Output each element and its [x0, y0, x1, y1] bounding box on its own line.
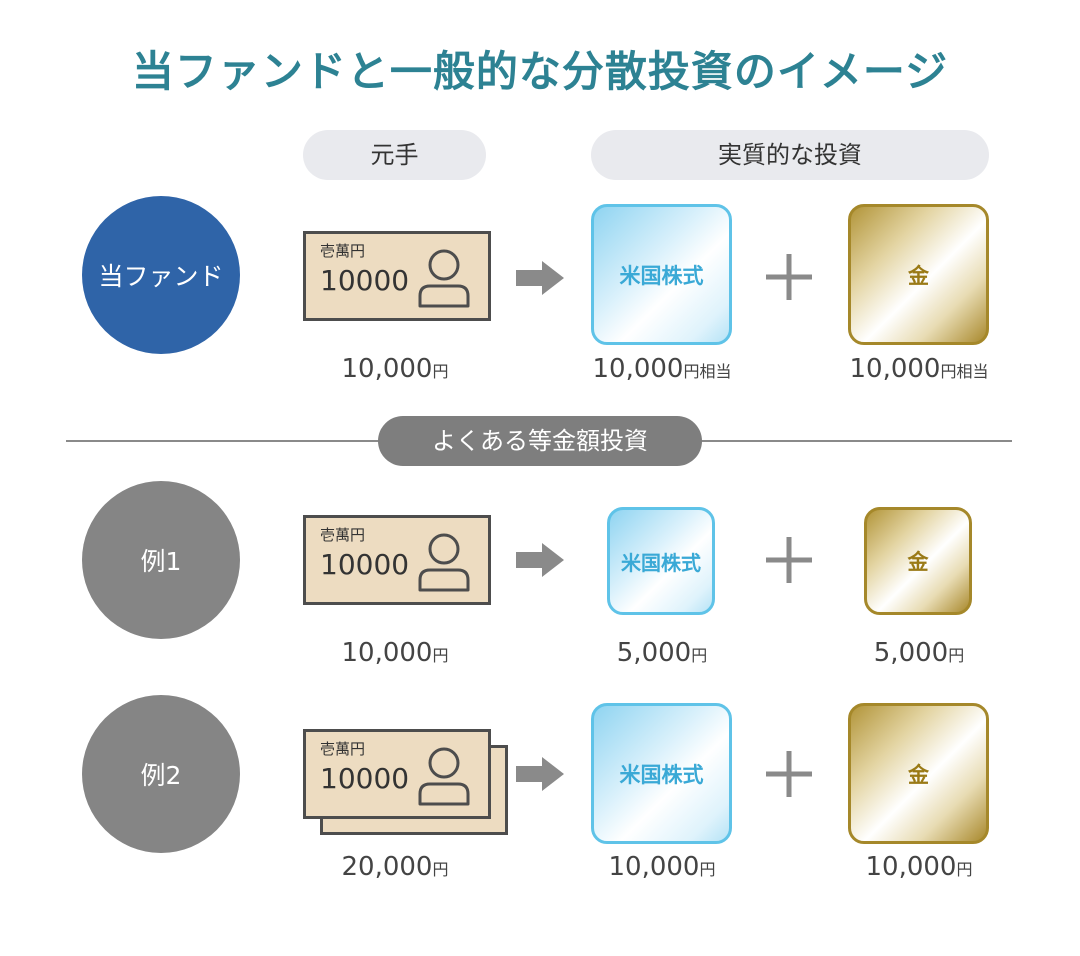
banknote-number: 10000 — [320, 762, 410, 795]
header-actual-investment: 実質的な投資 — [591, 130, 989, 180]
example-circle: 例1 — [82, 481, 240, 639]
person-icon — [418, 747, 470, 806]
stock-amount: 5,000円 — [616, 638, 708, 668]
gold-label: 金 — [907, 550, 929, 574]
us-stock-box: 米国株式 — [591, 703, 732, 844]
divider-label: よくある等金額投資 — [378, 416, 702, 466]
principal-amount: 10,000円 — [341, 354, 449, 384]
header-principal: 元手 — [303, 130, 486, 180]
banknote-denomination: 壱萬円 — [320, 526, 366, 544]
us-stock-box: 米国株式 — [607, 507, 715, 615]
right-arrow-icon — [516, 757, 564, 791]
fund-circle: 当ファンド — [82, 196, 240, 354]
gold-amount: 5,000円 — [873, 638, 965, 668]
row-label: 当ファンド — [98, 262, 224, 291]
us-stock-label: 米国株式 — [619, 762, 704, 787]
banknote: 壱萬円 10000 — [303, 729, 491, 819]
gold-box: 金 — [848, 204, 989, 345]
us-stock-label: 米国株式 — [621, 550, 701, 575]
banknote-number: 10000 — [320, 548, 410, 581]
banknote: 壱萬円 10000 — [303, 231, 491, 321]
banknote: 壱萬円 10000 — [303, 515, 491, 605]
principal-amount: 10,000円 — [341, 638, 449, 668]
row-label: 例1 — [140, 547, 182, 576]
gold-box: 金 — [848, 703, 989, 844]
principal-amount: 20,000円 — [341, 852, 449, 882]
us-stock-label: 米国株式 — [619, 263, 704, 288]
plus-icon — [766, 751, 812, 797]
person-icon — [418, 249, 470, 308]
gold-amount: 10,000円相当 — [849, 354, 989, 384]
example-circle: 例2 — [82, 695, 240, 853]
right-arrow-icon — [516, 261, 564, 295]
right-arrow-icon — [516, 543, 564, 577]
banknote-denomination: 壱萬円 — [320, 242, 366, 260]
person-icon — [418, 533, 470, 592]
stock-amount: 10,000円 — [608, 852, 716, 882]
page-title: 当ファンドと一般的な分散投資のイメージ — [131, 47, 949, 96]
plus-icon — [766, 254, 812, 300]
banknote-number: 10000 — [320, 264, 410, 297]
row-label: 例2 — [140, 761, 182, 790]
gold-box: 金 — [864, 507, 972, 615]
gold-label: 金 — [908, 263, 929, 288]
gold-label: 金 — [908, 762, 929, 787]
gold-amount: 10,000円 — [865, 852, 973, 882]
plus-icon — [766, 537, 812, 583]
us-stock-box: 米国株式 — [591, 204, 732, 345]
banknote-denomination: 壱萬円 — [320, 740, 366, 758]
stock-amount: 10,000円相当 — [592, 354, 732, 384]
